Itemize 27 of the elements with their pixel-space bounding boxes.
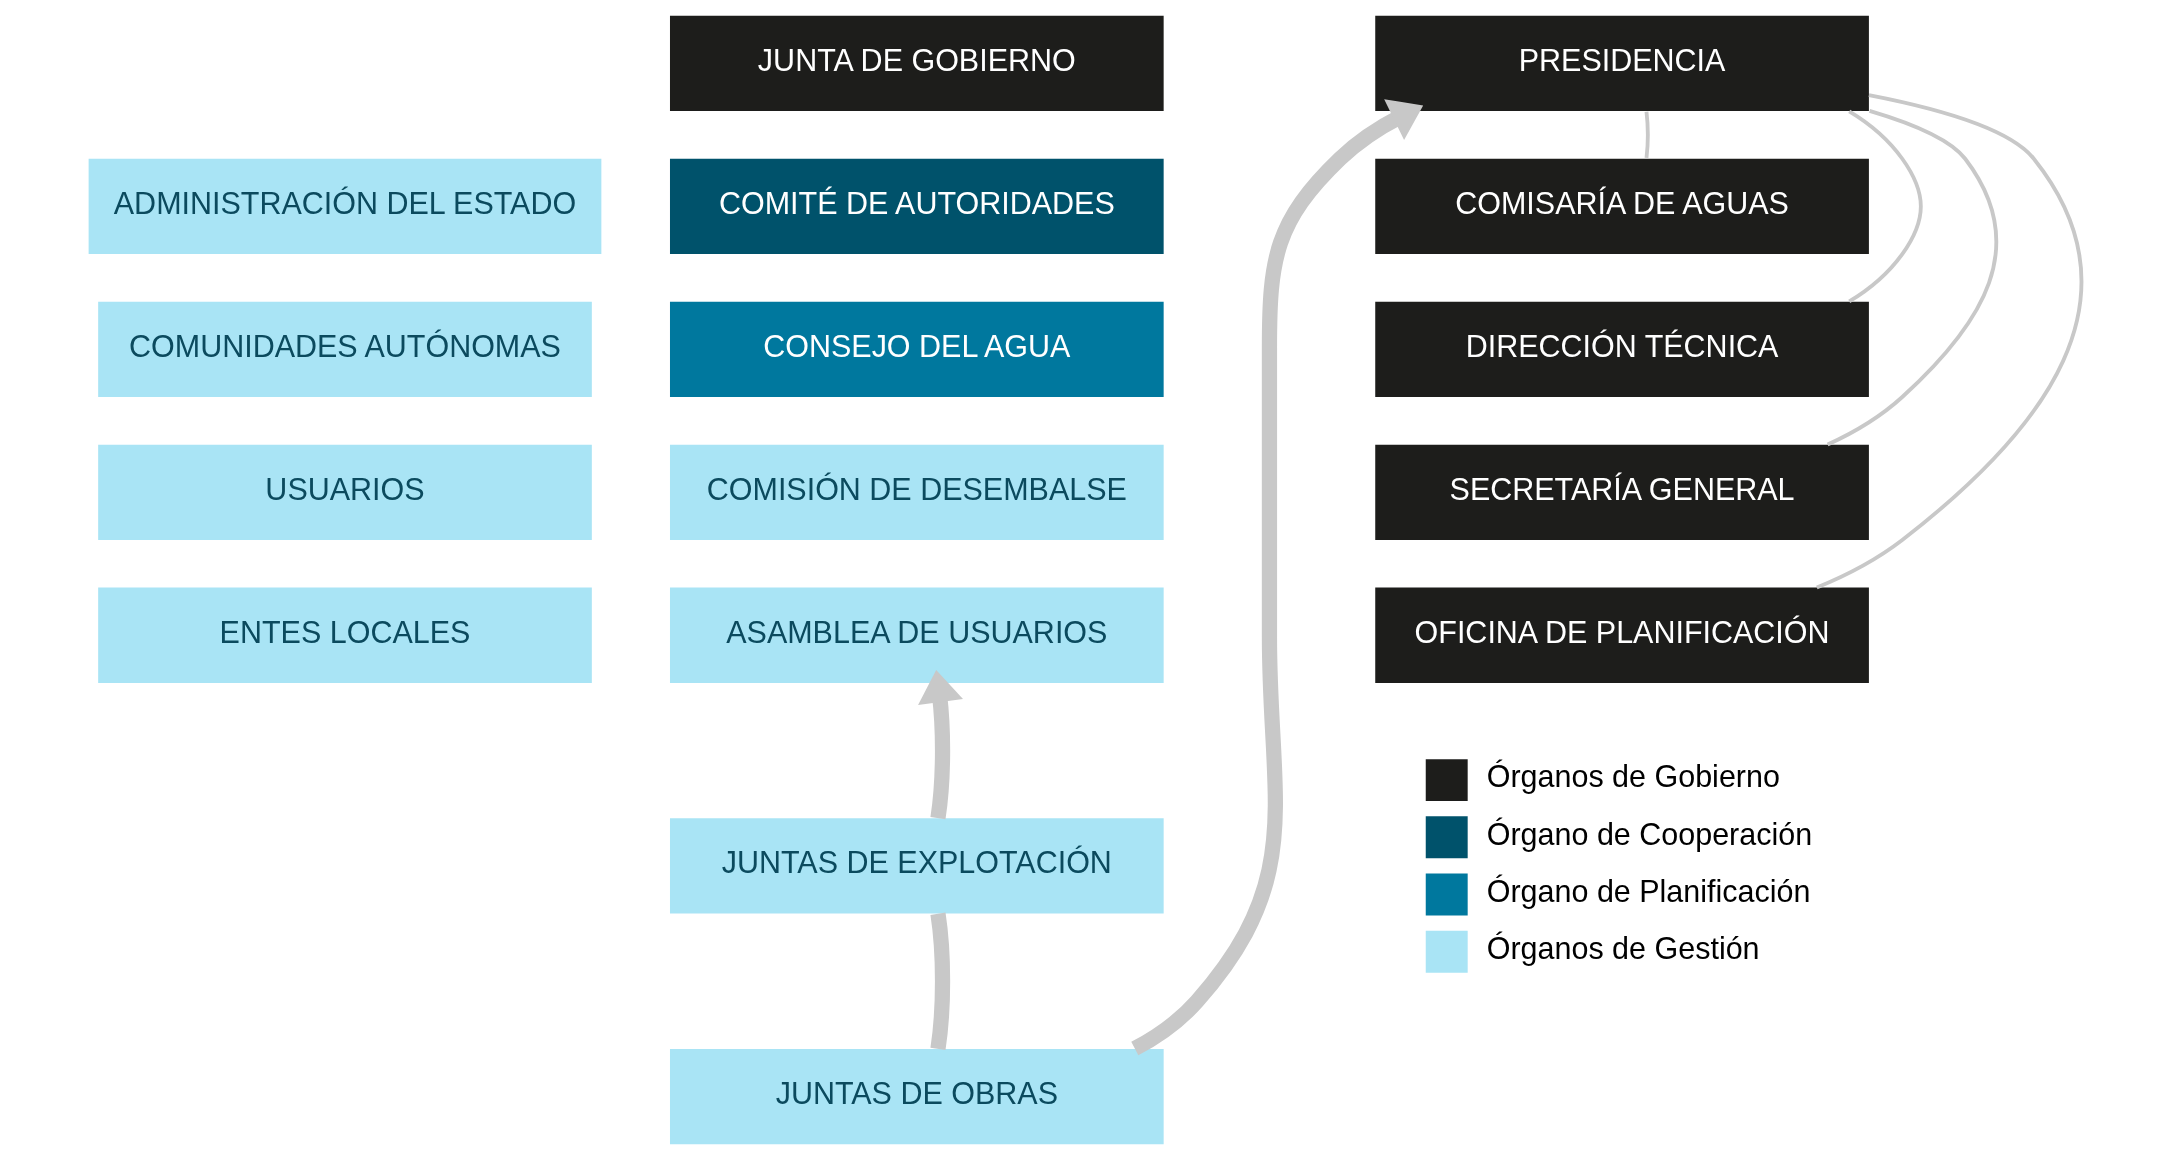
node-box: JUNTAS DE EXPLOTACIÓN	[669, 818, 1164, 914]
node-box: JUNTAS DE OBRAS	[669, 1048, 1164, 1145]
node-box: ENTES LOCALES	[97, 587, 592, 683]
node-box: USUARIOS	[97, 444, 592, 540]
legend-label: Órgano de Planificación	[1486, 873, 1810, 908]
connector	[1644, 111, 1650, 159]
node-box: COMITÉ DE AUTORIDADES	[669, 158, 1164, 255]
node-box: CONSEJO DEL AGUA	[669, 301, 1164, 397]
arrow	[917, 669, 963, 820]
connector	[1815, 93, 2083, 590]
node-box: JUNTA DE GOBIERNO	[669, 15, 1164, 112]
node-box: COMUNIDADES AUTÓNOMAS	[97, 301, 592, 397]
connector	[929, 912, 950, 1050]
node-box: COMISARÍA DE AGUAS	[1374, 158, 1869, 255]
node-box: OFICINA DE PLANIFICACIÓN	[1374, 587, 1869, 683]
node-box: ASAMBLEA DE USUARIOS	[669, 587, 1164, 683]
node-box: DIRECCIÓN TÉCNICA	[1374, 301, 1869, 397]
node-box: PRESIDENCIA	[1374, 15, 1869, 112]
legend-label: Órgano de Cooperación	[1486, 816, 1812, 851]
legend-label: Órganos de Gestión	[1486, 930, 1760, 965]
node-box: COMISIÓN DE DESEMBALSE	[669, 444, 1164, 540]
node-box: ADMINISTRACIÓN DEL ESTADO	[88, 158, 601, 255]
connector	[1847, 109, 1923, 304]
legend-label: Órganos de Gobierno	[1486, 759, 1780, 794]
arrow	[1130, 99, 1423, 1056]
connector	[1826, 108, 1998, 447]
node-box: SECRETARÍA GENERAL	[1374, 444, 1869, 540]
